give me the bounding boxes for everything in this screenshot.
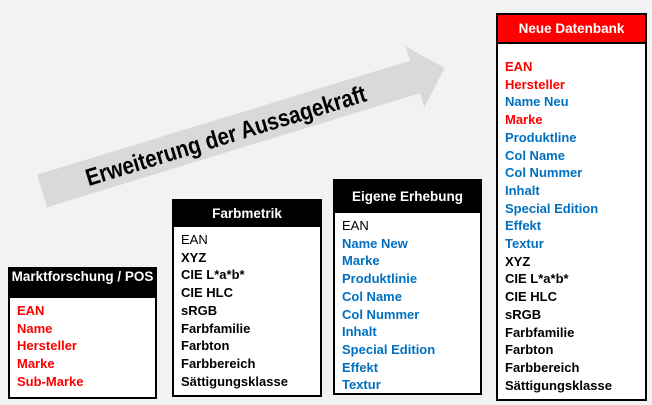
box-body-farbmetrik: EAN XYZ CIE L*a*b* CIE HLC sRGB Farbfami… bbox=[174, 227, 320, 390]
field-item: CIE HLC bbox=[505, 289, 557, 305]
field-item: Name New bbox=[342, 235, 408, 251]
field-item: Effekt bbox=[342, 359, 379, 375]
box-title-marktforschung-pos: Marktforschung / POS bbox=[10, 269, 155, 298]
field-item: Farbton bbox=[505, 342, 554, 358]
field-item: Farbbereich bbox=[505, 359, 580, 375]
box-body-eigene-erhebung: EAN Name New Marke Produktlinie Col Name… bbox=[335, 213, 480, 394]
field-item: XYZ bbox=[181, 249, 207, 265]
field-item: Col Name bbox=[342, 288, 402, 304]
field-item: CIE L*a*b* bbox=[181, 267, 245, 283]
field-item: Special Edition bbox=[342, 341, 436, 357]
field-item: CIE L*a*b* bbox=[505, 271, 569, 287]
box-neue-datenbank: Neue Datenbank EAN Hersteller Name Neu M… bbox=[496, 13, 647, 401]
field-item: sRGB bbox=[181, 302, 218, 318]
field-item: CIE HLC bbox=[181, 285, 233, 301]
field-item: EAN bbox=[505, 59, 533, 74]
field-item: EAN bbox=[342, 218, 369, 233]
arrow-shape bbox=[37, 46, 445, 208]
field-item: Special Edition bbox=[505, 200, 599, 216]
field-item: EAN bbox=[17, 303, 45, 318]
field-item: Marke bbox=[505, 112, 543, 128]
field-item: EAN bbox=[181, 232, 208, 247]
arrow-label: Erweiterung der Aussagekraft bbox=[82, 81, 369, 192]
box-farbmetrik: Farbmetrik EAN XYZ CIE L*a*b* CIE HLC sR… bbox=[172, 199, 322, 397]
field-item: Inhalt bbox=[342, 324, 377, 340]
field-item: Hersteller bbox=[505, 76, 565, 92]
field-item: sRGB bbox=[505, 306, 542, 322]
box-marktforschung-pos: Marktforschung / POS EAN Name Hersteller… bbox=[8, 267, 157, 399]
field-item: Sub-Marke bbox=[17, 373, 84, 389]
field-item: Col Name bbox=[505, 147, 565, 163]
field-item: Farbfamilie bbox=[181, 320, 251, 336]
field-item: XYZ bbox=[505, 253, 531, 269]
field-item: Marke bbox=[342, 253, 380, 269]
field-item: Name Neu bbox=[505, 94, 569, 110]
field-item: Marke bbox=[17, 356, 55, 372]
box-title-farbmetrik: Farbmetrik bbox=[174, 201, 320, 227]
field-item: Textur bbox=[342, 377, 381, 393]
box-title-neue-datenbank: Neue Datenbank bbox=[498, 15, 645, 44]
field-item: Farbbereich bbox=[181, 355, 256, 371]
field-item: Farbton bbox=[181, 338, 230, 354]
field-item: Produktlinie bbox=[342, 271, 418, 287]
box-body-marktforschung-pos: EAN Name Hersteller Marke Sub-Marke bbox=[10, 298, 155, 391]
box-title-eigene-erhebung: Eigene Erhebung bbox=[335, 181, 480, 213]
field-item: Name bbox=[17, 320, 53, 336]
field-item: Farbfamilie bbox=[505, 324, 575, 340]
box-body-neue-datenbank: EAN Hersteller Name Neu Marke Produktlin… bbox=[498, 44, 645, 394]
field-item: Col Nummer bbox=[505, 165, 583, 181]
field-item: Col Nummer bbox=[342, 306, 420, 322]
field-item: Produktline bbox=[505, 129, 577, 145]
field-item: Sättigungsklasse bbox=[505, 377, 612, 393]
field-item: Inhalt bbox=[505, 182, 540, 198]
field-item: Hersteller bbox=[17, 338, 77, 354]
field-item: Textur bbox=[505, 236, 544, 252]
field-item: Sättigungsklasse bbox=[181, 373, 288, 389]
field-item: Effekt bbox=[505, 218, 542, 234]
box-eigene-erhebung: Eigene Erhebung EAN Name New Marke Produ… bbox=[333, 179, 482, 395]
